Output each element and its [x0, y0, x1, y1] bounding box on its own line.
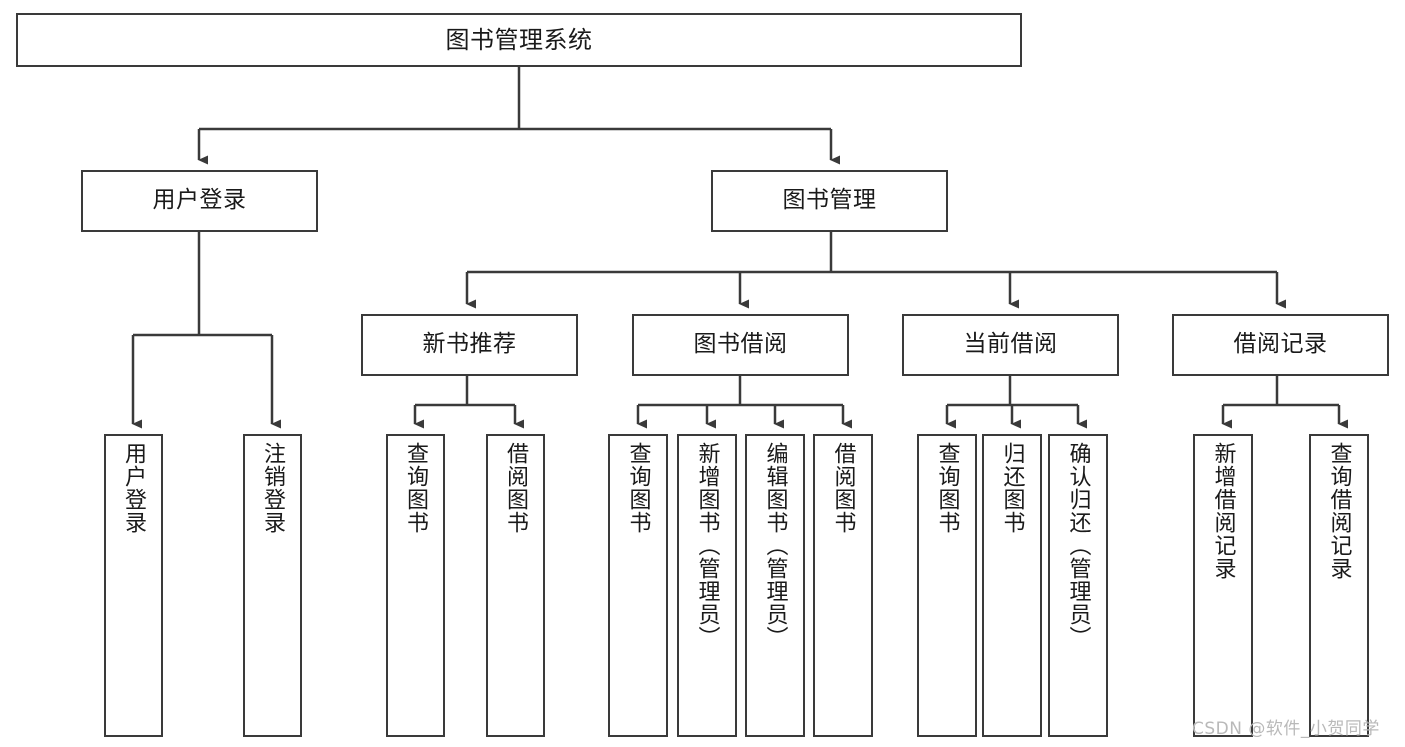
- leaf-current-query-book[interactable]: 查询图书: [917, 434, 977, 737]
- node-label: 新增借阅记录: [1210, 442, 1236, 580]
- node-label: 查询图书: [403, 442, 429, 534]
- node-label: 查询图书: [934, 442, 960, 534]
- csdn-watermark: CSDN @软件_小贺同学: [1192, 719, 1380, 739]
- leaf-user-logout[interactable]: 注销登录: [243, 434, 302, 737]
- leaf-borrow-query-book[interactable]: 查询图书: [608, 434, 668, 737]
- node-book-management[interactable]: 图书管理: [711, 170, 948, 232]
- node-new-book-recommend[interactable]: 新书推荐: [361, 314, 578, 376]
- node-label: 图书管理系统: [445, 25, 593, 54]
- node-current-borrow[interactable]: 当前借阅: [902, 314, 1119, 376]
- node-label: 当前借阅: [963, 331, 1058, 358]
- leaf-borrow-edit-book-admin[interactable]: 编辑图书（管理员）: [745, 434, 805, 737]
- node-label: 归还图书: [999, 442, 1025, 534]
- node-label: 用户登录: [121, 442, 147, 534]
- leaf-borrow-add-book-admin[interactable]: 新增图书（管理员）: [677, 434, 737, 737]
- node-label: 借阅图书: [503, 442, 529, 534]
- leaf-records-query-record[interactable]: 查询借阅记录: [1309, 434, 1369, 737]
- node-label: 编辑图书（管理员）: [762, 442, 788, 649]
- node-label: 查询图书: [625, 442, 651, 534]
- node-label: 确认归还（管理员）: [1065, 442, 1091, 649]
- node-label: 查询借阅记录: [1326, 442, 1352, 580]
- leaf-current-confirm-return-admin[interactable]: 确认归还（管理员）: [1048, 434, 1108, 737]
- node-label: 新书推荐: [422, 331, 517, 358]
- leaf-borrow-borrow-book[interactable]: 借阅图书: [813, 434, 873, 737]
- node-label: 借阅图书: [830, 442, 856, 534]
- leaf-newbook-query-book[interactable]: 查询图书: [386, 434, 445, 737]
- leaf-current-return-book[interactable]: 归还图书: [982, 434, 1042, 737]
- node-label: 图书管理: [782, 187, 877, 214]
- node-book-borrow[interactable]: 图书借阅: [632, 314, 849, 376]
- leaf-user-login[interactable]: 用户登录: [104, 434, 163, 737]
- node-user-login[interactable]: 用户登录: [81, 170, 318, 232]
- node-borrow-records[interactable]: 借阅记录: [1172, 314, 1389, 376]
- node-label: 注销登录: [260, 442, 286, 534]
- leaf-newbook-borrow-book[interactable]: 借阅图书: [486, 434, 545, 737]
- node-label: 借阅记录: [1233, 331, 1328, 358]
- node-label: 新增图书（管理员）: [694, 442, 720, 649]
- node-label: 图书借阅: [693, 331, 788, 358]
- leaf-records-add-record[interactable]: 新增借阅记录: [1193, 434, 1253, 737]
- node-root-system[interactable]: 图书管理系统: [16, 13, 1022, 67]
- node-label: 用户登录: [152, 187, 247, 214]
